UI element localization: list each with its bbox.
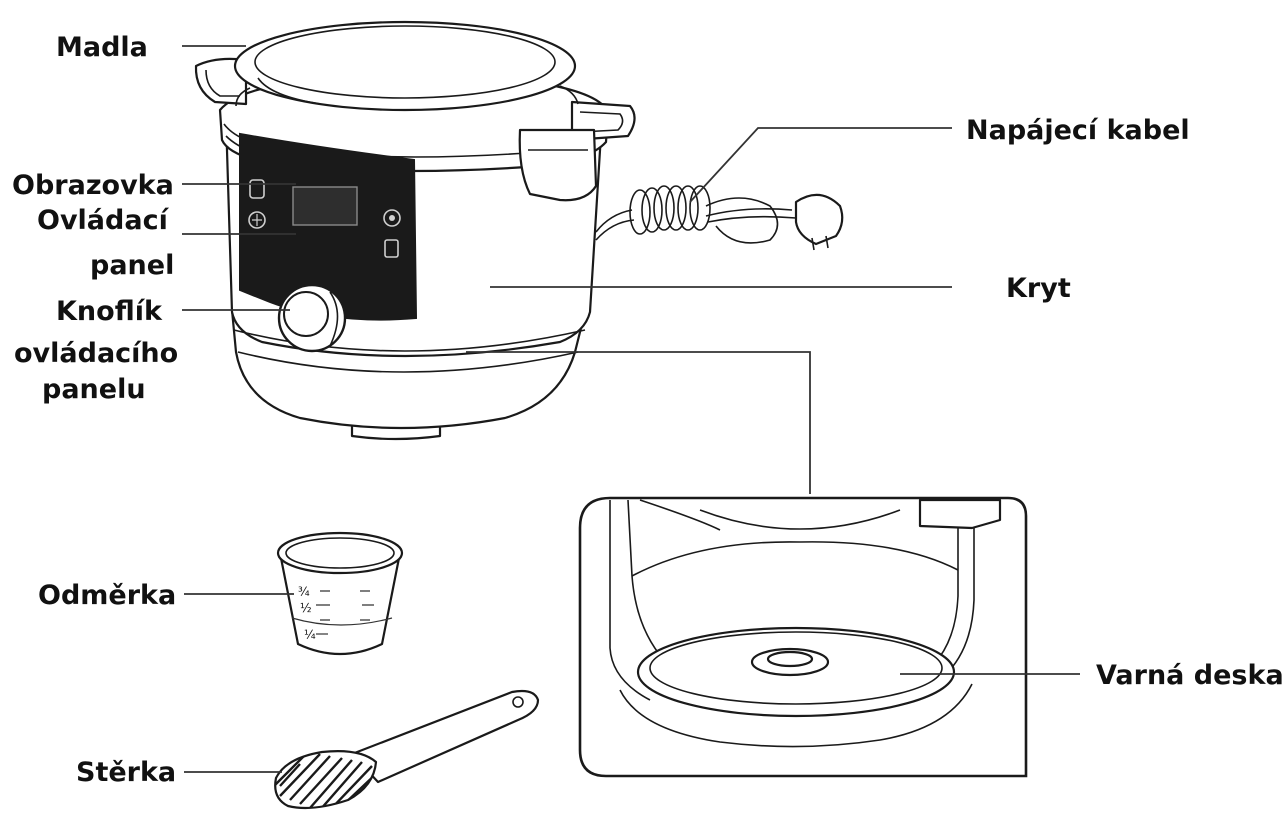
- label-varna-deska: Varná deska: [1096, 660, 1284, 691]
- cup-mark-half: ½: [300, 601, 312, 615]
- leader-lines: [182, 45, 1080, 773]
- label-odmerka: Odměrka: [38, 580, 176, 611]
- label-knoflik-2: ovládacího: [14, 338, 178, 369]
- label-knoflik-3: panelu: [42, 374, 146, 405]
- label-ovladaci-panel-2: panel: [90, 250, 174, 281]
- label-sterka: Stěrka: [76, 757, 176, 788]
- label-obrazovka: Obrazovka: [12, 170, 174, 201]
- heating-plate-detail-icon: [578, 496, 1028, 778]
- pressure-cooker-icon: [194, 20, 636, 441]
- cup-mark-three-quarter: ¾: [298, 585, 310, 599]
- measuring-cup-icon: ¾ ½ ¼: [276, 531, 404, 656]
- rice-spatula-icon: [274, 689, 540, 810]
- label-ovladaci-panel-1: Ovládací: [37, 205, 170, 236]
- label-napajeci-kabel: Napájecí kabel: [966, 115, 1190, 146]
- label-madla: Madla: [56, 32, 148, 63]
- label-kryt: Kryt: [1006, 273, 1071, 304]
- power-cable-icon: [595, 185, 844, 251]
- cup-mark-quarter: ¼: [304, 628, 316, 642]
- label-knoflik-1: Knoflík: [56, 296, 163, 327]
